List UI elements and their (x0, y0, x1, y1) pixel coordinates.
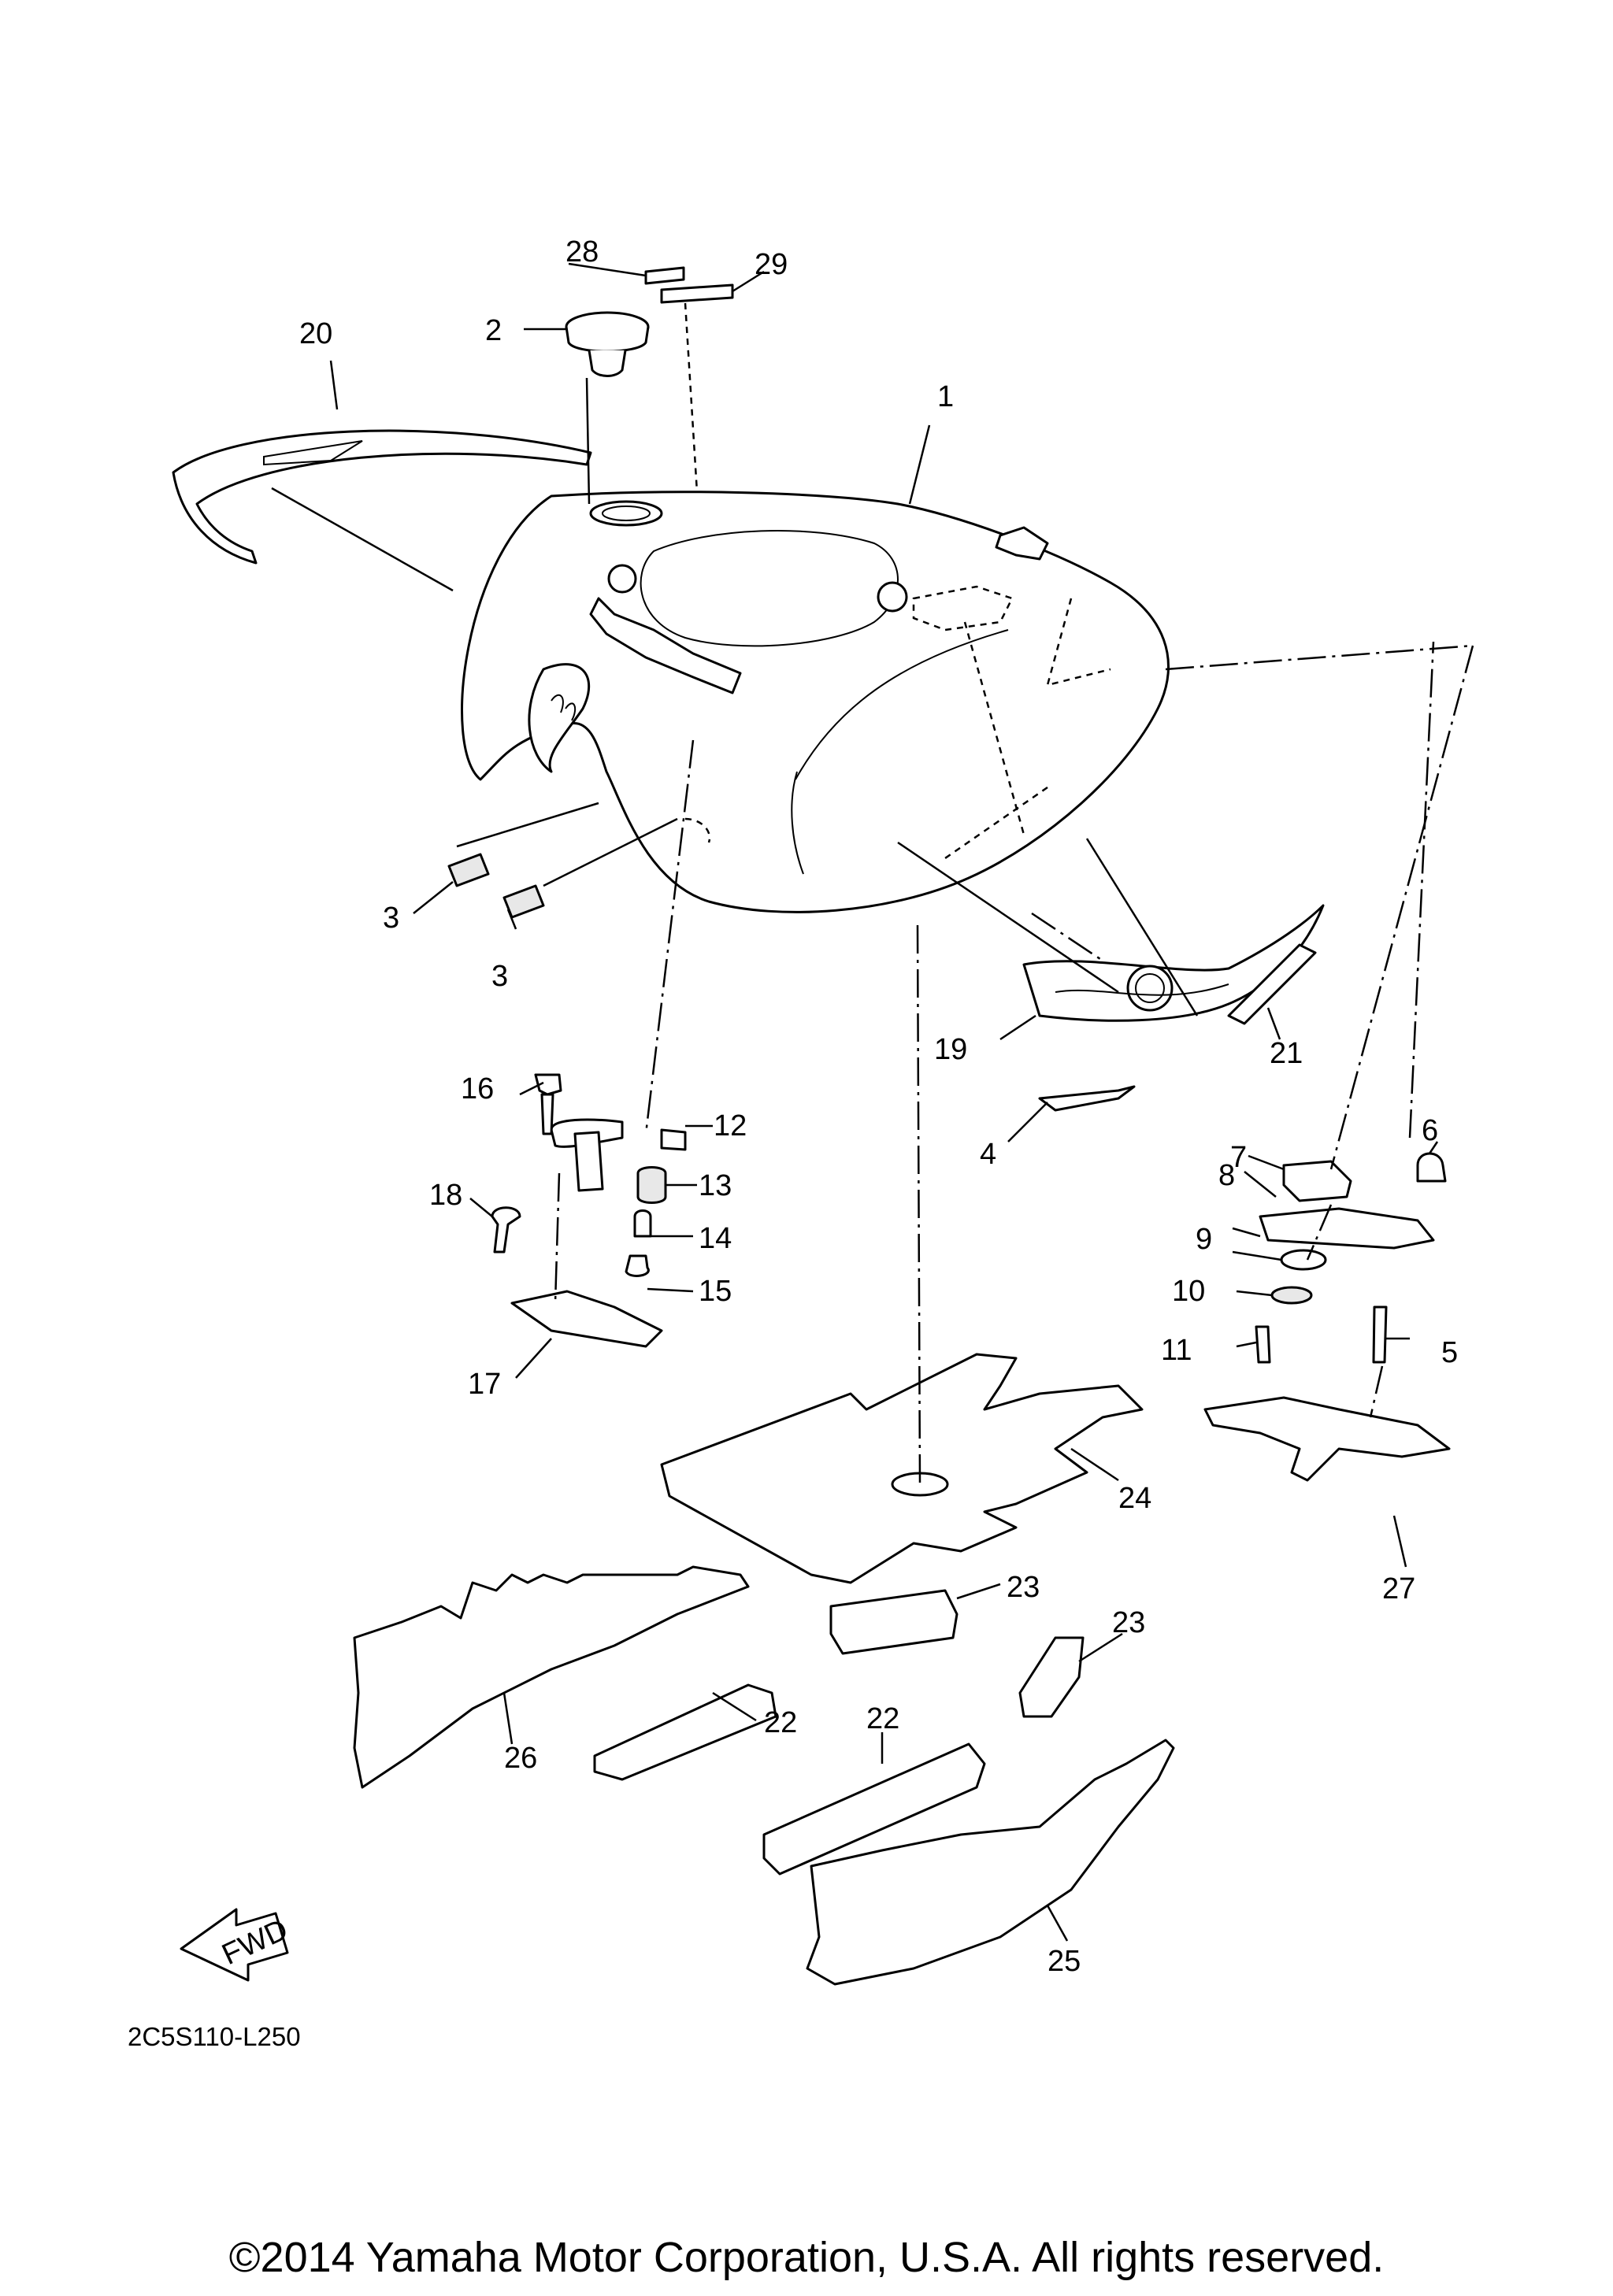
trim-seal (1038, 1085, 1136, 1112)
callout-16: 16 (461, 1072, 494, 1105)
callout-5: 5 (1441, 1336, 1458, 1369)
callout-9: 9 (1196, 1223, 1212, 1256)
right-side-cover (806, 1739, 1175, 1986)
callout-21: 21 (1270, 1037, 1303, 1070)
callout-13: 13 (699, 1169, 732, 1202)
callout-17: 17 (468, 1368, 501, 1401)
callout-19: 19 (934, 1033, 967, 1066)
callout-14: 14 (699, 1222, 732, 1255)
callout-15: 15 (699, 1275, 732, 1308)
foam-dampers (593, 1589, 1085, 1876)
side-emblem (1022, 904, 1325, 1022)
tank-side-trim (172, 429, 592, 565)
callout-labels: 1 2 3 3 4 5 6 7 8 9 10 11 12 13 14 15 16… (299, 235, 1458, 1978)
callout-4: 4 (980, 1138, 996, 1171)
callout-6: 6 (1422, 1114, 1438, 1147)
diagram-code: 2C5S110-L250 (128, 2022, 301, 2051)
callout-1: 1 (937, 380, 954, 413)
callout-2: 2 (485, 314, 502, 347)
caution-decals (644, 266, 734, 304)
callout-7: 7 (1230, 1141, 1247, 1174)
callout-8: 8 (1218, 1159, 1235, 1192)
callout-3b: 3 (491, 960, 508, 993)
callout-12: 12 (714, 1109, 747, 1142)
callout-26: 26 (504, 1742, 537, 1775)
callout-22a: 22 (764, 1706, 797, 1739)
heat-protector (660, 1353, 1144, 1584)
tank-cap (565, 311, 650, 377)
callout-3a: 3 (383, 902, 399, 935)
front-mount-assembly (1203, 1152, 1451, 1482)
callout-22b: 22 (866, 1702, 899, 1735)
callout-11: 11 (1161, 1334, 1192, 1367)
callout-23a: 23 (1007, 1571, 1040, 1604)
callout-29: 29 (755, 248, 788, 281)
callout-18: 18 (429, 1179, 462, 1212)
rear-bracket-assembly (491, 1073, 687, 1348)
callout-27: 27 (1382, 1572, 1415, 1605)
forward-arrow: FWD (180, 1908, 293, 1982)
callout-10: 10 (1172, 1275, 1205, 1308)
callout-20: 20 (299, 317, 332, 350)
callout-25: 25 (1048, 1945, 1081, 1978)
emblem-decal (1227, 943, 1317, 1025)
left-side-cover (353, 1565, 750, 1789)
callout-23b: 23 (1112, 1606, 1145, 1639)
callout-28: 28 (565, 235, 599, 268)
leader-lines (271, 262, 1439, 1942)
fuel-tank (461, 491, 1170, 913)
callout-24: 24 (1118, 1482, 1151, 1515)
assembly-lines (554, 641, 1474, 1485)
copyright-notice: ©2014 Yamaha Motor Corporation, U.S.A. A… (228, 2234, 1385, 2281)
tank-dampers (447, 853, 545, 919)
